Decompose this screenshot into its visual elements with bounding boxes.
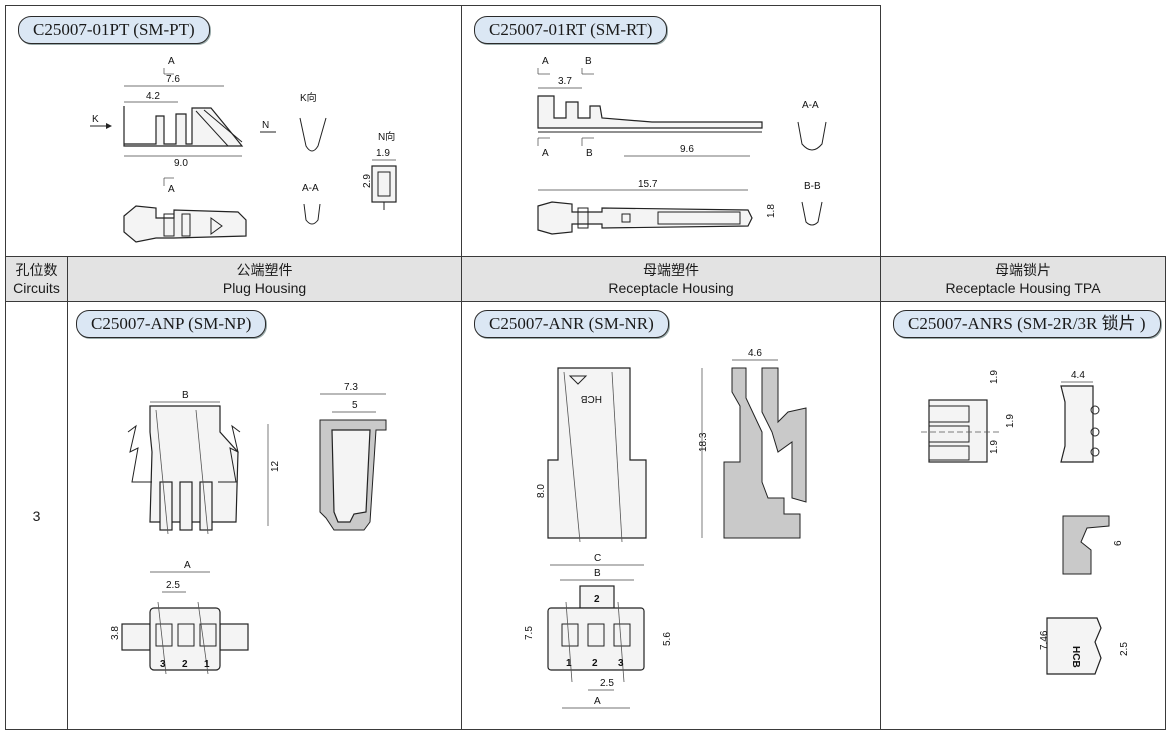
header-tpa-en: Receptacle Housing TPA bbox=[945, 280, 1101, 296]
tpa-drawing: 1.9 1.9 1.9 4.4 6 HCB 7.46 2.5 bbox=[921, 370, 1130, 675]
dim-7-46: 7.46 bbox=[1039, 630, 1050, 650]
header-circuits-cn: 孔位数 bbox=[15, 262, 58, 278]
header-plug-cn: 公端塑件 bbox=[236, 262, 293, 278]
dim-3-7: 3.7 bbox=[558, 76, 572, 87]
dim-7-6: 7.6 bbox=[166, 74, 180, 85]
k-view-label: K向 bbox=[300, 91, 317, 104]
dim-a-bottom: A bbox=[542, 148, 549, 159]
section-bb-label: B-B bbox=[804, 181, 821, 192]
section-aa-label: A-A bbox=[802, 100, 819, 111]
header-receptacle-housing: 母端塑件 Receptacle Housing bbox=[461, 256, 881, 302]
dim-n: N bbox=[262, 120, 269, 131]
circuits-value: 3 bbox=[32, 507, 41, 524]
plug-housing-cell: C25007-ANP (SM-NP) B 12 7.3 5 A 2.5 3.8 … bbox=[67, 301, 462, 730]
header-circuits: 孔位数 Circuits bbox=[5, 256, 68, 302]
dim-7-5: 7.5 bbox=[524, 626, 535, 640]
pin-1-label: 1 bbox=[204, 659, 210, 670]
dim-18-3: 18.3 bbox=[698, 432, 709, 452]
dim-c: C bbox=[594, 553, 601, 564]
plug-terminal-model-label: C25007-01PT (SM-PT) bbox=[18, 16, 210, 44]
dim-a: A bbox=[184, 560, 191, 571]
plug-housing-drawing: B 12 7.3 5 A 2.5 3.8 3 2 1 bbox=[110, 382, 387, 675]
dim-1-9-a: 1.9 bbox=[989, 370, 1000, 384]
pin-3-label: 3 bbox=[160, 659, 166, 670]
header-tpa-cn: 母端锁片 bbox=[995, 262, 1051, 278]
plug-terminal-panel: C25007-01PT (SM-PT) A 7.6 4.2 K 9.0 A N … bbox=[5, 5, 462, 257]
section-aa-label: A-A bbox=[302, 183, 319, 194]
dim-5: 5 bbox=[352, 400, 358, 411]
pin-1-label: 1 bbox=[566, 658, 572, 669]
dim-9-6: 9.6 bbox=[680, 144, 694, 155]
dim-12: 12 bbox=[270, 460, 281, 472]
pin-2-top-label: 2 bbox=[594, 594, 600, 605]
dim-15-7: 15.7 bbox=[638, 179, 658, 190]
receptacle-housing-cell: C25007-ANR (SM-NR) HCB 8.0 4.6 18.3 C B … bbox=[461, 301, 881, 730]
dim-2-5: 2.5 bbox=[1119, 642, 1130, 656]
pin-2-label: 2 bbox=[182, 659, 188, 670]
dim-8-0: 8.0 bbox=[536, 484, 547, 498]
dim-2-5: 2.5 bbox=[166, 580, 180, 591]
pin-3-label: 3 bbox=[618, 658, 624, 669]
header-rec-cn: 母端塑件 bbox=[643, 262, 699, 278]
hcb-mark: HCB bbox=[1070, 646, 1081, 668]
dim-5-6: 5.6 bbox=[662, 632, 673, 646]
dim-1-8: 1.8 bbox=[766, 204, 777, 218]
dim-4-4: 4.4 bbox=[1071, 370, 1085, 381]
plug-housing-model-label: C25007-ANP (SM-NP) bbox=[76, 310, 267, 338]
receptacle-terminal-drawing: A B 3.7 A B 9.6 15.7 1.8 A-A B-B bbox=[537, 56, 827, 235]
dim-1-9-c: 1.9 bbox=[989, 440, 1000, 454]
dim-2-5: 2.5 bbox=[600, 678, 614, 689]
header-plug-en: Plug Housing bbox=[222, 280, 307, 296]
dim-section-a-top: A bbox=[168, 56, 175, 67]
dim-6: 6 bbox=[1113, 540, 1124, 546]
receptacle-terminal-model-label: C25007-01RT (SM-RT) bbox=[474, 16, 668, 44]
plug-terminal-drawing: A 7.6 4.2 K 9.0 A N K向 A-A N向 1.9 2.9 bbox=[90, 56, 397, 243]
dim-4-6: 4.6 bbox=[748, 348, 762, 359]
n-view-label: N向 bbox=[378, 130, 395, 143]
dim-b-top: B bbox=[585, 56, 592, 67]
tpa-model-label: C25007-ANRS (SM-2R/3R 锁片 ) bbox=[893, 310, 1161, 338]
header-circuits-en: Circuits bbox=[13, 280, 60, 296]
dim-a-top: A bbox=[542, 56, 549, 67]
dim-1-9: 1.9 bbox=[376, 148, 390, 159]
circuits-cell: 3 bbox=[5, 301, 68, 730]
dim-1-9-b: 1.9 bbox=[1005, 414, 1016, 428]
dim-9-0: 9.0 bbox=[174, 158, 188, 169]
header-tpa: 母端锁片 Receptacle Housing TPA bbox=[880, 256, 1166, 302]
header-plug-housing: 公端塑件 Plug Housing bbox=[67, 256, 462, 302]
dim-b-bottom: B bbox=[586, 148, 593, 159]
dim-2-9: 2.9 bbox=[362, 174, 373, 188]
receptacle-housing-drawing: HCB 8.0 4.6 18.3 C B 2 1 2 3 7.5 5.6 2.5… bbox=[524, 348, 807, 709]
dim-b: B bbox=[594, 568, 601, 579]
dim-4-2: 4.2 bbox=[146, 91, 160, 102]
receptacle-terminal-panel: C25007-01RT (SM-RT) A B 3.7 A B 9.6 15.7… bbox=[461, 5, 881, 257]
dim-b: B bbox=[182, 390, 189, 401]
header-rec-en: Receptacle Housing bbox=[608, 280, 734, 296]
hcb-mark: HCB bbox=[581, 393, 602, 404]
tpa-cell: C25007-ANRS (SM-2R/3R 锁片 ) 1.9 1.9 1.9 4… bbox=[880, 301, 1166, 730]
dim-7-3: 7.3 bbox=[344, 382, 358, 393]
pin-2-label: 2 bbox=[592, 658, 598, 669]
receptacle-housing-model-label: C25007-ANR (SM-NR) bbox=[474, 310, 669, 338]
dim-section-a-bottom: A bbox=[168, 184, 175, 195]
dim-k: K bbox=[92, 114, 99, 125]
dim-a: A bbox=[594, 696, 601, 707]
dim-3-8: 3.8 bbox=[110, 626, 121, 640]
